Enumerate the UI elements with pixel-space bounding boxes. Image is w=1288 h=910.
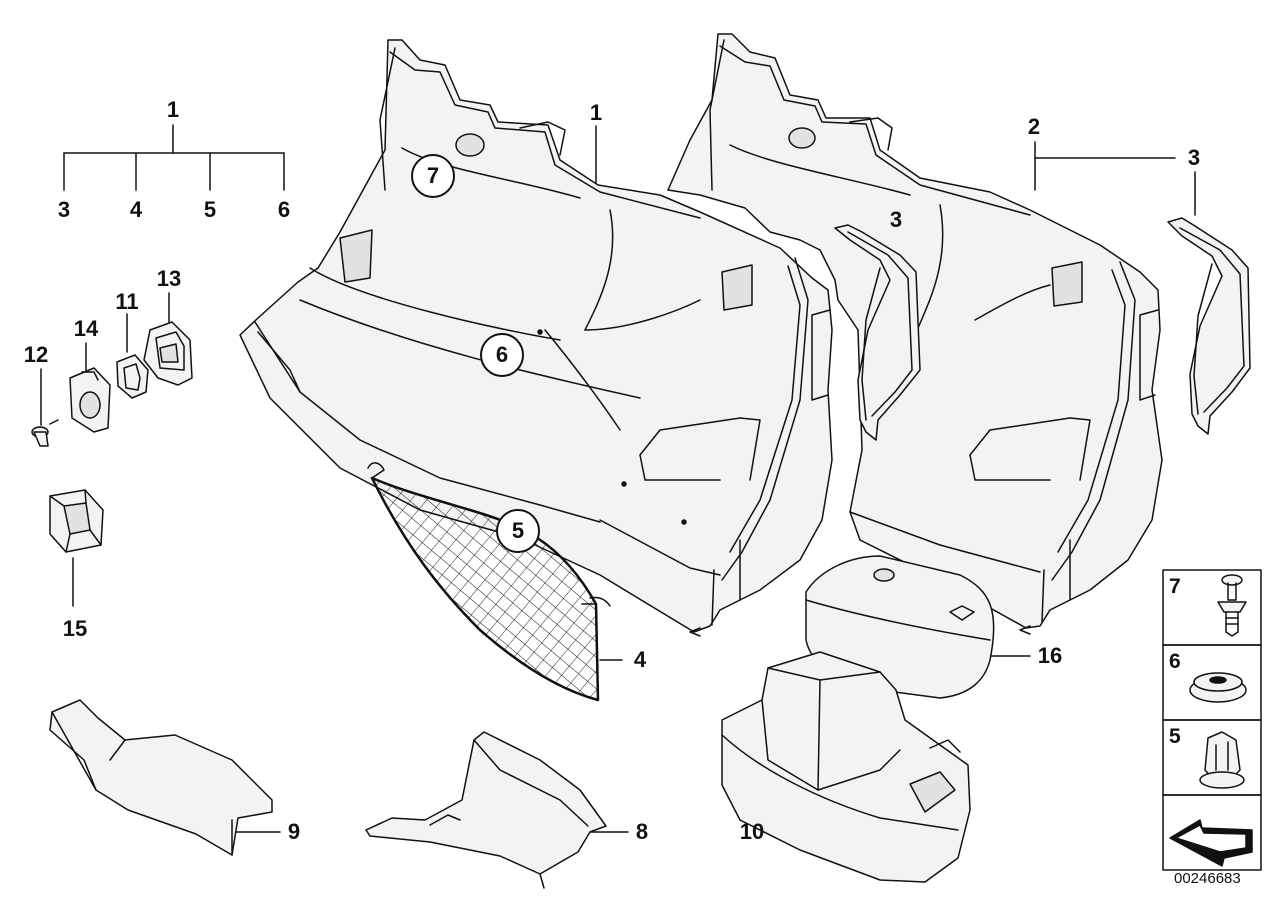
part-4-cargo-net xyxy=(367,462,611,702)
label-part-2: 2 xyxy=(1027,114,1041,139)
label-part-16: 16 xyxy=(1037,643,1063,668)
label-part-3-right: 3 xyxy=(1187,145,1201,170)
part-8-floor-cover xyxy=(365,731,607,889)
part-11-cover xyxy=(116,354,149,399)
part-9-cover-panel xyxy=(49,699,273,856)
label-part-4-left: 4 xyxy=(129,197,143,222)
part-3-trim-strip-left xyxy=(834,224,921,441)
label-part-4-net: 4 xyxy=(633,647,647,672)
label-part-1-mid: 1 xyxy=(589,100,603,125)
fastener-legend xyxy=(1162,569,1262,871)
label-part-3-mid: 3 xyxy=(889,207,903,232)
label-part-1-left: 1 xyxy=(166,97,180,122)
callout-6: 6 xyxy=(480,333,524,377)
callout-7: 7 xyxy=(411,154,455,198)
label-part-8: 8 xyxy=(635,819,649,844)
part-12-screw xyxy=(31,419,59,447)
part-14-cover xyxy=(69,367,111,433)
label-part-11: 11 xyxy=(115,289,139,314)
label-part-15: 15 xyxy=(62,616,88,641)
legend-item-5: 5 xyxy=(1169,725,1181,748)
callout-5: 5 xyxy=(496,509,540,553)
part-10-tool-holder xyxy=(721,651,971,883)
label-part-3-left: 3 xyxy=(57,197,71,222)
part-3-trim-strip-right xyxy=(1167,217,1251,435)
document-id: 00246683 xyxy=(1174,870,1241,887)
label-part-13: 13 xyxy=(156,266,182,291)
legend-item-7: 7 xyxy=(1169,575,1181,598)
label-part-14: 14 xyxy=(73,316,99,341)
part-13-holder xyxy=(143,321,193,386)
part-15-grommet xyxy=(49,489,104,553)
label-part-9: 9 xyxy=(287,819,301,844)
label-part-12: 12 xyxy=(23,342,49,367)
label-part-5-left: 5 xyxy=(203,197,217,222)
label-part-10: 10 xyxy=(739,819,765,844)
label-part-6-left: 6 xyxy=(277,197,291,222)
legend-item-6: 6 xyxy=(1169,650,1181,673)
